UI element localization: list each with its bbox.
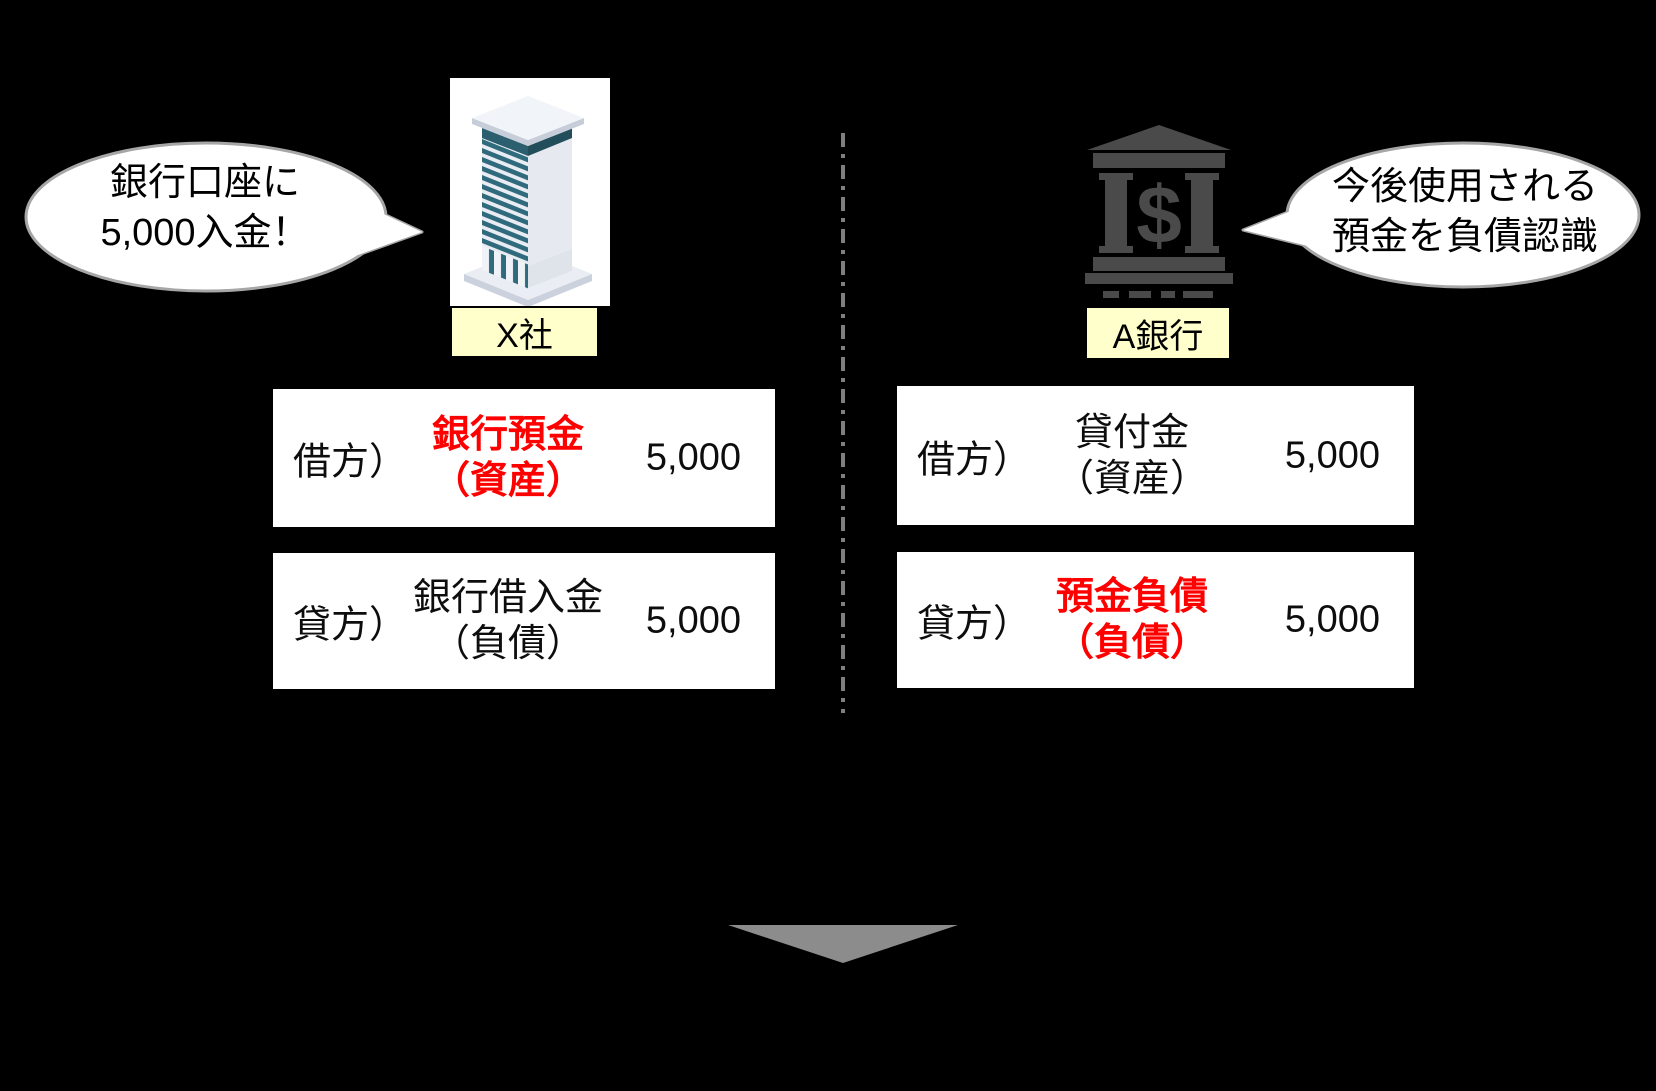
account-category: （資産） [431, 460, 584, 502]
left-bubble-line2: 5,000入金！ [100, 212, 310, 254]
account-name-highlighted: 銀行預金 （資産） [388, 412, 628, 504]
right-bubble-text: 今後使用される 預金を負債認識 [1310, 162, 1620, 262]
account-line: 銀行預金 [431, 414, 584, 456]
account-line: 貸付金 [1074, 411, 1189, 454]
account-line: 預金負債 [1055, 576, 1208, 618]
bank-icon: $ [1085, 125, 1233, 298]
left-bubble-text: 銀行口座に 5,000入金！ [40, 158, 370, 258]
office-building-icon [464, 96, 592, 307]
amount-value: 5,000 [645, 436, 741, 479]
amount-value: 5,000 [645, 599, 741, 642]
account-category: （負債） [1055, 622, 1208, 664]
journal-box-bank-debit: 借方） 貸付金 （資産） 5,000 [897, 386, 1414, 525]
journal-box-company-debit: 借方） 銀行預金 （資産） 5,000 [273, 389, 775, 527]
bank-label: A銀行 [1087, 308, 1229, 358]
credit-side-label: 貸方） [293, 604, 408, 647]
dollar-sign-glyph: $ [1136, 170, 1182, 261]
company-label: X社 [452, 308, 597, 356]
company-label-text: X社 [496, 316, 553, 355]
center-divider-line [841, 133, 845, 713]
amount-value: 5,000 [1284, 598, 1380, 641]
company-card [450, 78, 610, 307]
right-bubble-line2: 預金を負債認識 [1331, 216, 1598, 258]
account-line: 銀行借入金 [412, 577, 603, 619]
speech-bubble-left [24, 141, 424, 293]
bank-label-text: A銀行 [1112, 317, 1204, 356]
right-bubble-line1: 今後使用される [1331, 166, 1598, 208]
amount-value: 5,000 [1284, 434, 1380, 476]
left-bubble-line1: 銀行口座に [109, 162, 300, 204]
account-category: （負債） [431, 623, 584, 665]
speech-bubble-right [1241, 141, 1641, 289]
debit-side-label: 借方） [917, 439, 1032, 481]
account-name: 貸付金 （資産） [1012, 410, 1252, 502]
journal-box-bank-credit: 貸方） 預金負債 （負債） 5,000 [897, 552, 1414, 688]
debit-side-label: 借方） [293, 441, 408, 484]
account-category: （資産） [1055, 457, 1208, 500]
credit-side-label: 貸方） [917, 603, 1032, 646]
account-name-highlighted: 預金負債 （負債） [1012, 574, 1252, 666]
account-name: 銀行借入金 （負債） [388, 575, 628, 667]
journal-box-company-credit: 貸方） 銀行借入金 （負債） 5,000 [273, 553, 775, 689]
down-arrow-icon [728, 925, 958, 963]
